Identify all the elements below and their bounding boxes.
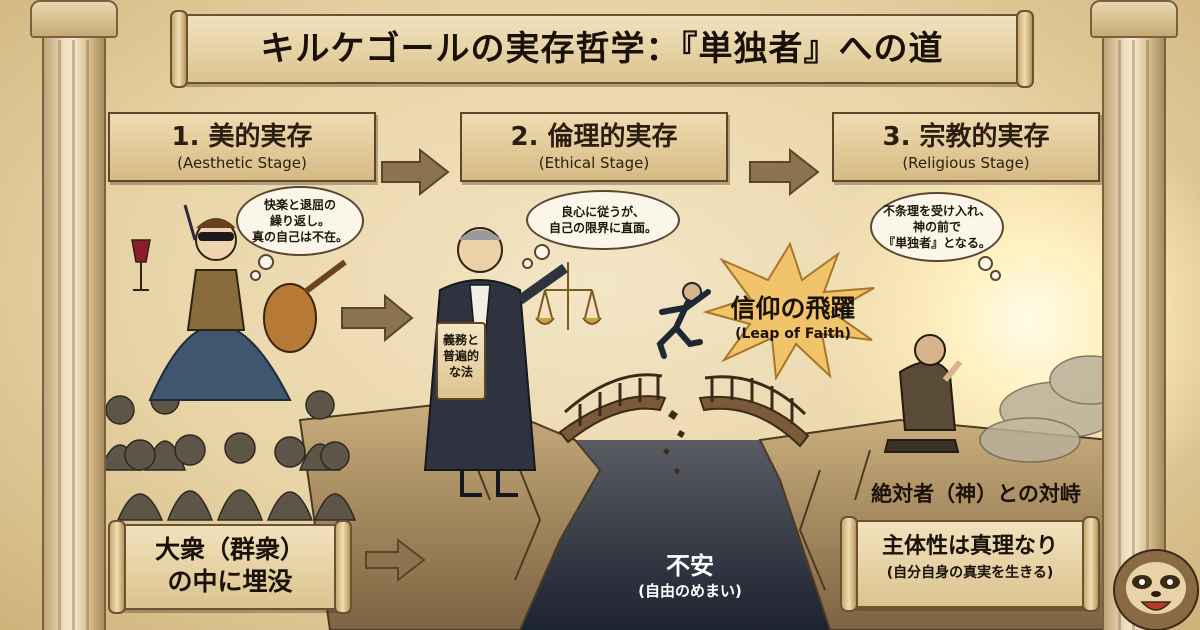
arrow-aesthetic-to-ethical (341, 293, 414, 343)
thought-dot (990, 270, 1001, 281)
stage-1-title: 1. 美的実存 (171, 122, 313, 152)
duty-scroll-line-1: 義務と (442, 333, 479, 347)
religious-thought-line-2: 神の前で (912, 220, 961, 234)
thought-dot (978, 256, 993, 271)
abyss-title: 不安 (666, 552, 714, 580)
ethical-thought-line-2: 自己の限界に直面。 (548, 221, 657, 235)
stage-3-title: 3. 宗教的実存 (882, 122, 1050, 152)
absolute-confrontation-label: 絶対者（神）との対峙 (871, 482, 1081, 506)
duty-scroll-line-2: 普遍的 (442, 349, 479, 363)
aesthetic-thought-line-3: 真の自己は不在。 (251, 230, 348, 244)
bridge-rail-right (704, 375, 807, 424)
ethical-thought-line-1: 良心に従うが、 (561, 205, 645, 219)
stage-2-title: 2. 倫理的実存 (510, 122, 678, 152)
leaping-man-figure (656, 282, 711, 359)
crowd-silhouettes (98, 385, 357, 521)
stage-2-ribbon: 2. 倫理的実存 (Ethical Stage) (460, 112, 728, 182)
arrow-crowd-to-abyss (365, 537, 426, 583)
aesthetic-thought-line-2: 繰り返し。 (269, 214, 330, 228)
thought-dot (534, 244, 550, 260)
crowd-scroll: 大衆（群衆） の中に埋没 (108, 520, 352, 614)
right-column (1090, 0, 1178, 630)
right-cliff-cracks (798, 449, 871, 591)
abyss (520, 440, 850, 630)
truth-scroll-subtitle: (自分自身の真実を生きる) (886, 565, 1054, 581)
stage-2-subtitle: (Ethical Stage) (538, 154, 650, 172)
leap-starburst (702, 241, 875, 380)
aesthetic-thought-line-1: 快楽と退屈の (263, 198, 336, 212)
crowd-scroll-line-1: 大衆（群衆） (154, 535, 305, 564)
stage-3-subtitle: (Religious Stage) (902, 154, 1030, 172)
stage-3-ribbon: 3. 宗教的実存 (Religious Stage) (832, 112, 1100, 182)
duty-scroll-line-3: な法 (448, 365, 473, 379)
arrow-stage1-to-stage2 (381, 147, 450, 197)
ethical-thought-bubble: 良心に従うが、 自己の限界に直面。 (526, 190, 680, 250)
page-title: キルケゴールの実存哲学：『単独者』への道 (260, 29, 944, 69)
bridge-rail-left (564, 373, 663, 426)
leap-title: 信仰の飛躍 (730, 294, 856, 323)
left-column (30, 0, 118, 630)
duty-scroll: 義務と 普遍的 な法 (436, 322, 486, 400)
truth-scroll-title: 主体性は真理なり (881, 534, 1058, 559)
truth-scroll: 主体性は真理なり (自分自身の真実を生きる) (840, 516, 1100, 612)
thought-dot (250, 270, 261, 281)
aesthetic-thought-bubble: 快楽と退屈の 繰り返し。 真の自己は不在。 (236, 186, 364, 256)
thought-dot (522, 258, 533, 269)
thought-dot (258, 254, 274, 270)
leap-subtitle: (Leap of Faith) (735, 326, 851, 342)
bridge-left (558, 395, 667, 444)
title-banner: キルケゴールの実存哲学：『単独者』への道 (170, 10, 1034, 88)
religious-thought-line-1: 不条理を受け入れ、 (882, 204, 992, 218)
stage-1-subtitle: (Aesthetic Stage) (177, 154, 307, 172)
religious-thought-line-3: 『単独者』となる。 (883, 236, 991, 250)
sloth-mascot-icon (1113, 549, 1199, 630)
abyss-subtitle: (自由のめまい) (638, 582, 742, 600)
kneeling-man-figure (883, 334, 963, 453)
crowd-scroll-line-2: の中に埋没 (167, 567, 293, 596)
stage-1-ribbon: 1. 美的実存 (Aesthetic Stage) (108, 112, 376, 182)
aesthetic-woman-figure (131, 204, 347, 401)
arrow-stage2-to-stage3 (749, 147, 820, 197)
religious-thought-bubble: 不条理を受け入れ、 神の前で 『単独者』となる。 (870, 192, 1004, 262)
